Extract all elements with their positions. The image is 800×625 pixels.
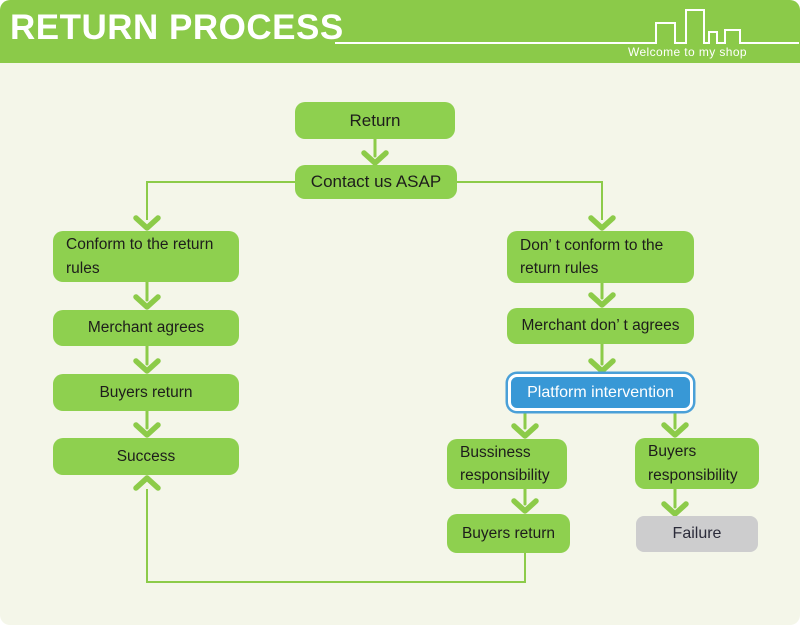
arrowhead (588, 215, 616, 231)
node-success: Success (53, 438, 239, 475)
node-return: Return (295, 102, 455, 139)
arrowhead (133, 294, 161, 310)
node-dont-conform-to-rules: Don’ t conform to the return rules (507, 231, 694, 283)
node-buyers-return-right: Buyers return (447, 514, 570, 553)
node-failure: Failure (636, 516, 758, 552)
arrowhead-up (133, 475, 161, 491)
arrowhead (361, 150, 389, 166)
arrowhead (511, 423, 539, 439)
arrowhead (661, 501, 689, 517)
node-buyers-responsibility: Buyers responsibility (635, 438, 759, 489)
branch-left-wire (146, 181, 295, 220)
arrowhead (133, 215, 161, 231)
node-merchant-agrees: Merchant agrees (53, 310, 239, 346)
node-bussiness-responsibility: Bussiness responsibility (447, 439, 567, 489)
shop-tagline: Welcome to my shop (627, 45, 747, 59)
node-platform-intervention: Platform intervention (508, 374, 693, 411)
node-buyers-return-left: Buyers return (53, 374, 239, 411)
arrowhead (661, 422, 689, 438)
header-bar: RETURN PROCESS Welcome to my shop (0, 0, 800, 63)
city-skyline-icon (335, 9, 799, 44)
node-contact-us-asap: Contact us ASAP (295, 165, 457, 199)
arrowhead (511, 498, 539, 514)
arrowhead (133, 422, 161, 438)
node-merchant-dont-agrees: Merchant don’ t agrees (507, 308, 694, 344)
flowchart: Return Contact us ASAP Conform to the re… (0, 63, 800, 625)
arrowhead (133, 358, 161, 374)
branch-right-wire (457, 181, 603, 220)
page-title: RETURN PROCESS (10, 8, 344, 47)
arrowhead (588, 358, 616, 374)
arrowhead (588, 292, 616, 308)
node-conform-to-rules: Conform to the return rules (53, 231, 239, 282)
